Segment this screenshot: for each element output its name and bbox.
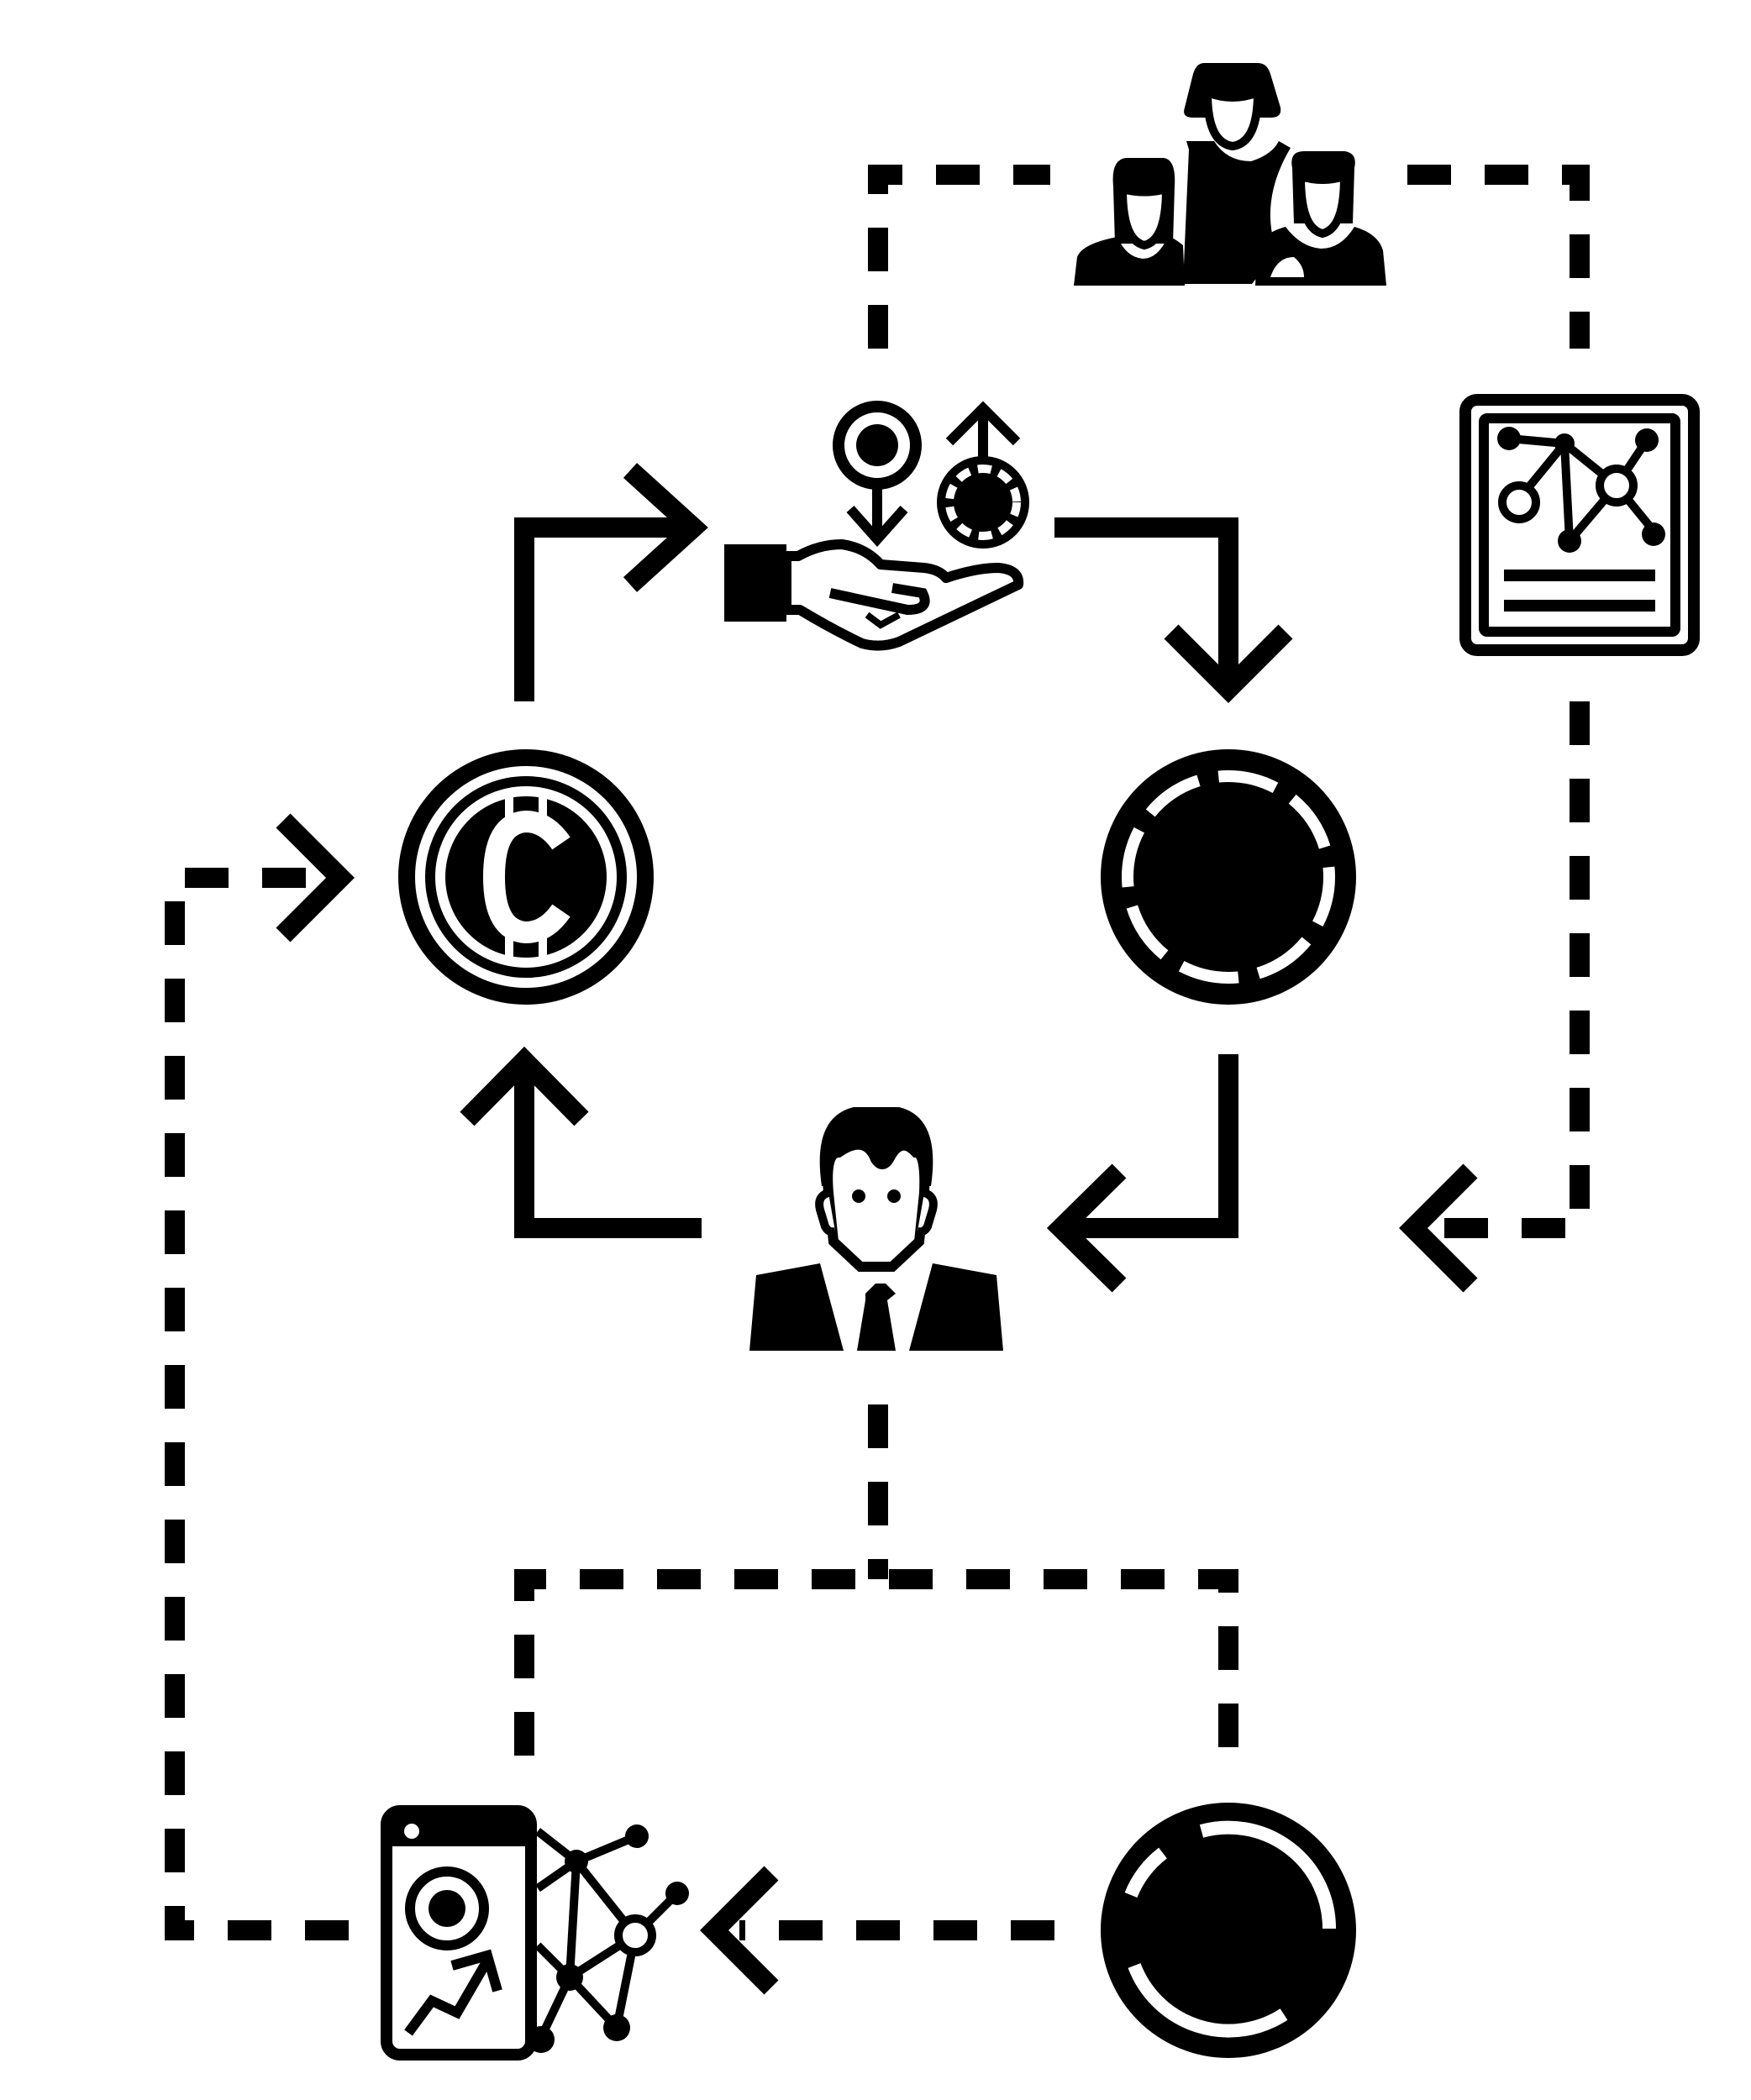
poker-chip-icon <box>1101 749 1356 1005</box>
arrowhead-right <box>276 813 355 942</box>
connector-report-to-businessman <box>1420 701 1590 1238</box>
token-ring-coin-icon <box>1101 1803 1356 2058</box>
dashed-arrowheads <box>276 813 1478 1995</box>
connector-offer-to-chip <box>1054 517 1238 689</box>
connector-businessman-to-coin <box>514 1061 702 1238</box>
arrowhead-up <box>460 1046 589 1126</box>
connector-coin-to-offer <box>514 517 693 701</box>
arrowhead-right <box>623 463 708 592</box>
connector-mobile-to-coin <box>165 868 349 1940</box>
connector-chip-to-businessman <box>1061 1054 1238 1238</box>
businessman-icon <box>749 1107 1003 1351</box>
arrowhead-left <box>1399 1163 1478 1293</box>
arrowhead-down <box>1164 624 1293 703</box>
hand-offering-coins-icon <box>724 401 1029 651</box>
connector-team-to-report <box>1407 165 1590 349</box>
dashed-connectors <box>165 165 1590 1940</box>
network-report-document-icon <box>1459 394 1700 656</box>
team-people-icon <box>1074 63 1386 286</box>
crypto-c-coin-icon <box>398 749 654 1005</box>
arrowhead-left <box>700 1866 779 1995</box>
mobile-network-analytics-icon <box>381 1805 689 2061</box>
arrowhead-left <box>1046 1163 1127 1293</box>
connector-offer-to-team <box>868 165 1050 349</box>
connector-split-branch <box>514 1569 1238 1756</box>
solid-cycle-connectors <box>460 463 1293 1293</box>
